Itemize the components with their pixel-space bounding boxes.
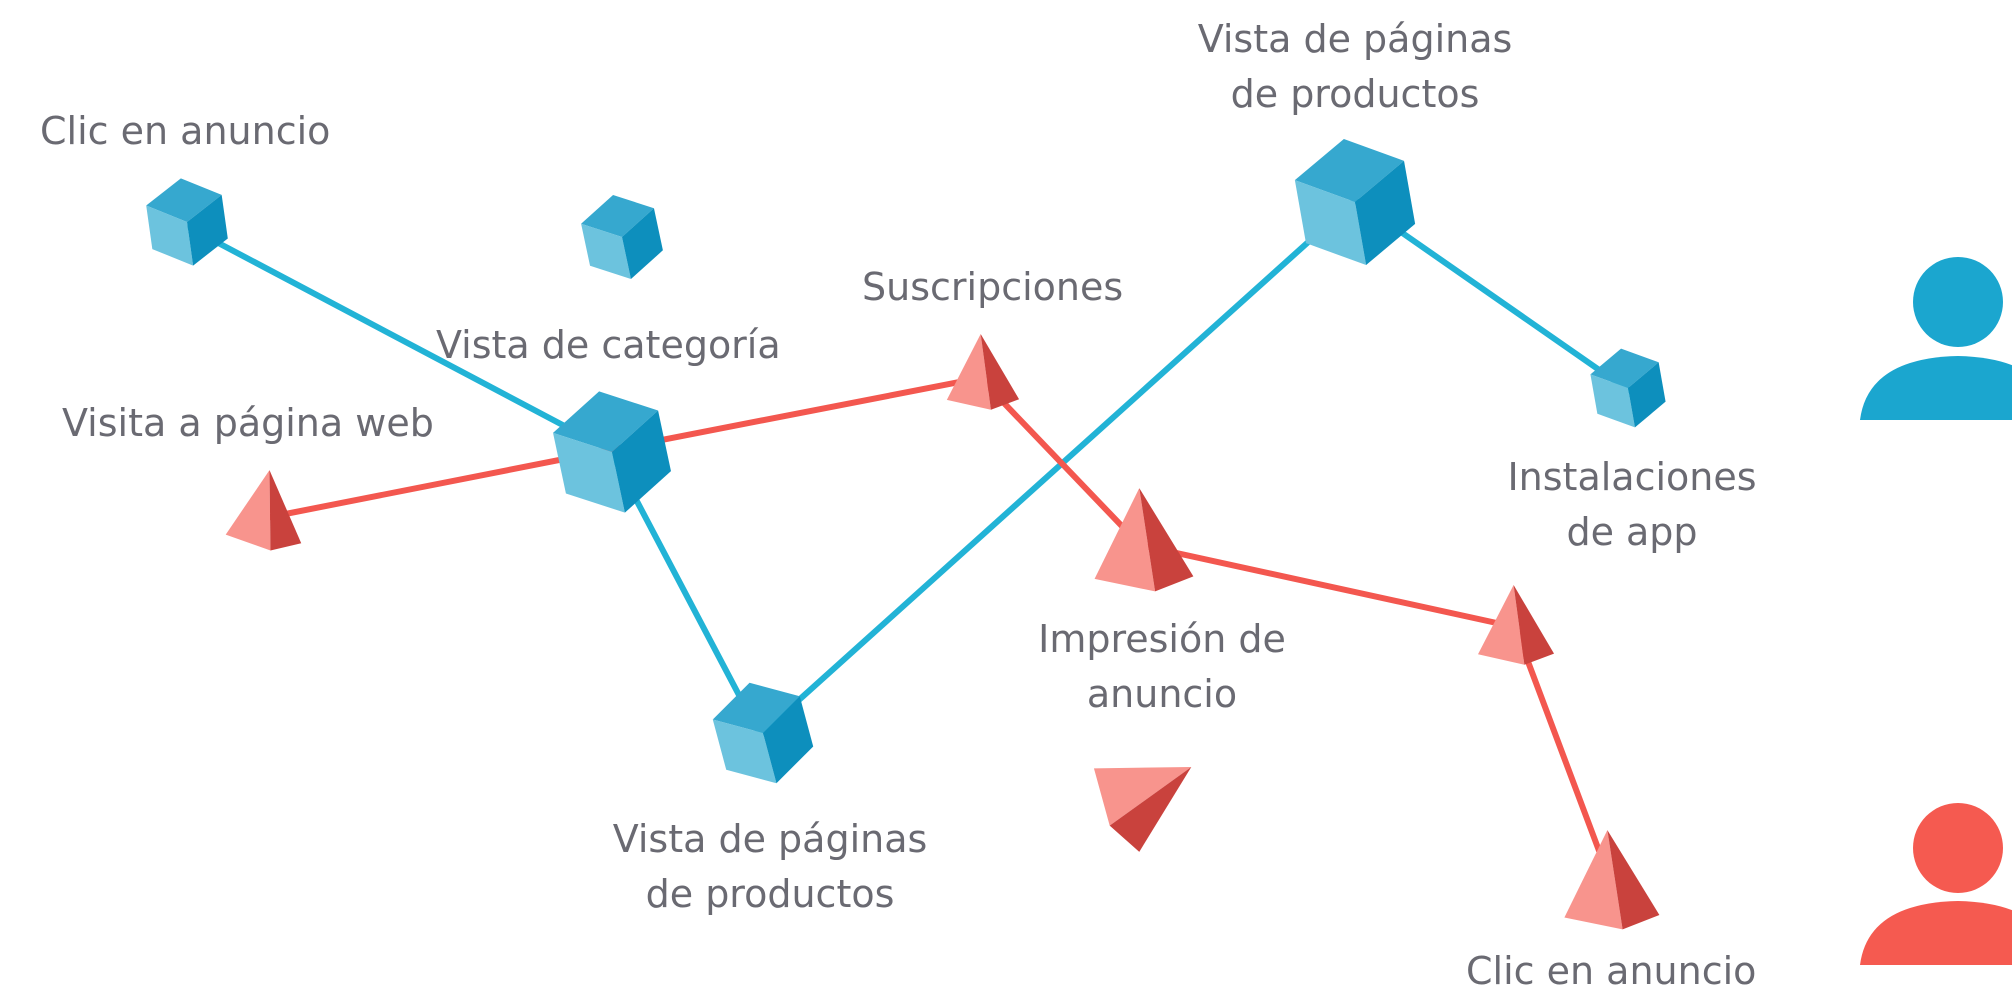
pyramid-icon	[1080, 725, 1216, 859]
pyramid-icon	[1089, 485, 1195, 595]
cube-icon	[546, 380, 678, 524]
pyramid-icon	[1475, 583, 1555, 667]
label-line: de app	[1566, 510, 1698, 555]
cube-icon	[576, 187, 668, 287]
label-subscriptions: Suscripciones	[862, 265, 1124, 309]
label-line: de productos	[1230, 72, 1480, 117]
label-line: anuncio	[1086, 672, 1238, 717]
cube-icon	[1289, 129, 1421, 275]
user-icon	[1860, 257, 2012, 420]
label-app-installs: Instalaciones de app	[1507, 450, 1756, 560]
label-product-pages-top: Vista de páginas de productos	[1198, 12, 1513, 122]
cube-icon	[706, 671, 820, 795]
cube-icon	[143, 173, 231, 271]
cube-icon	[1586, 342, 1670, 434]
red-journey-path	[267, 375, 1613, 883]
label-ad-click-bottom: Clic en anuncio	[1466, 949, 1757, 993]
pyramid-icon	[944, 332, 1020, 412]
label-line: de productos	[645, 872, 895, 917]
user-icon	[1860, 803, 2012, 965]
label-product-pages-bottom: Vista de páginas de productos	[613, 812, 928, 922]
label-line: Vista de páginas	[1197, 17, 1513, 61]
pyramid-icon	[1559, 827, 1661, 933]
label-line: Vista de páginas	[612, 817, 928, 861]
label-category-view: Vista de categoría	[436, 323, 781, 367]
label-line: Impresión de	[1038, 617, 1286, 661]
label-line: Instalaciones	[1507, 455, 1757, 499]
label-website-visit: Visita a página web	[62, 401, 434, 445]
label-ad-impression: Impresión de anuncio	[1038, 612, 1286, 722]
label-ad-click-top: Clic en anuncio	[40, 109, 331, 153]
